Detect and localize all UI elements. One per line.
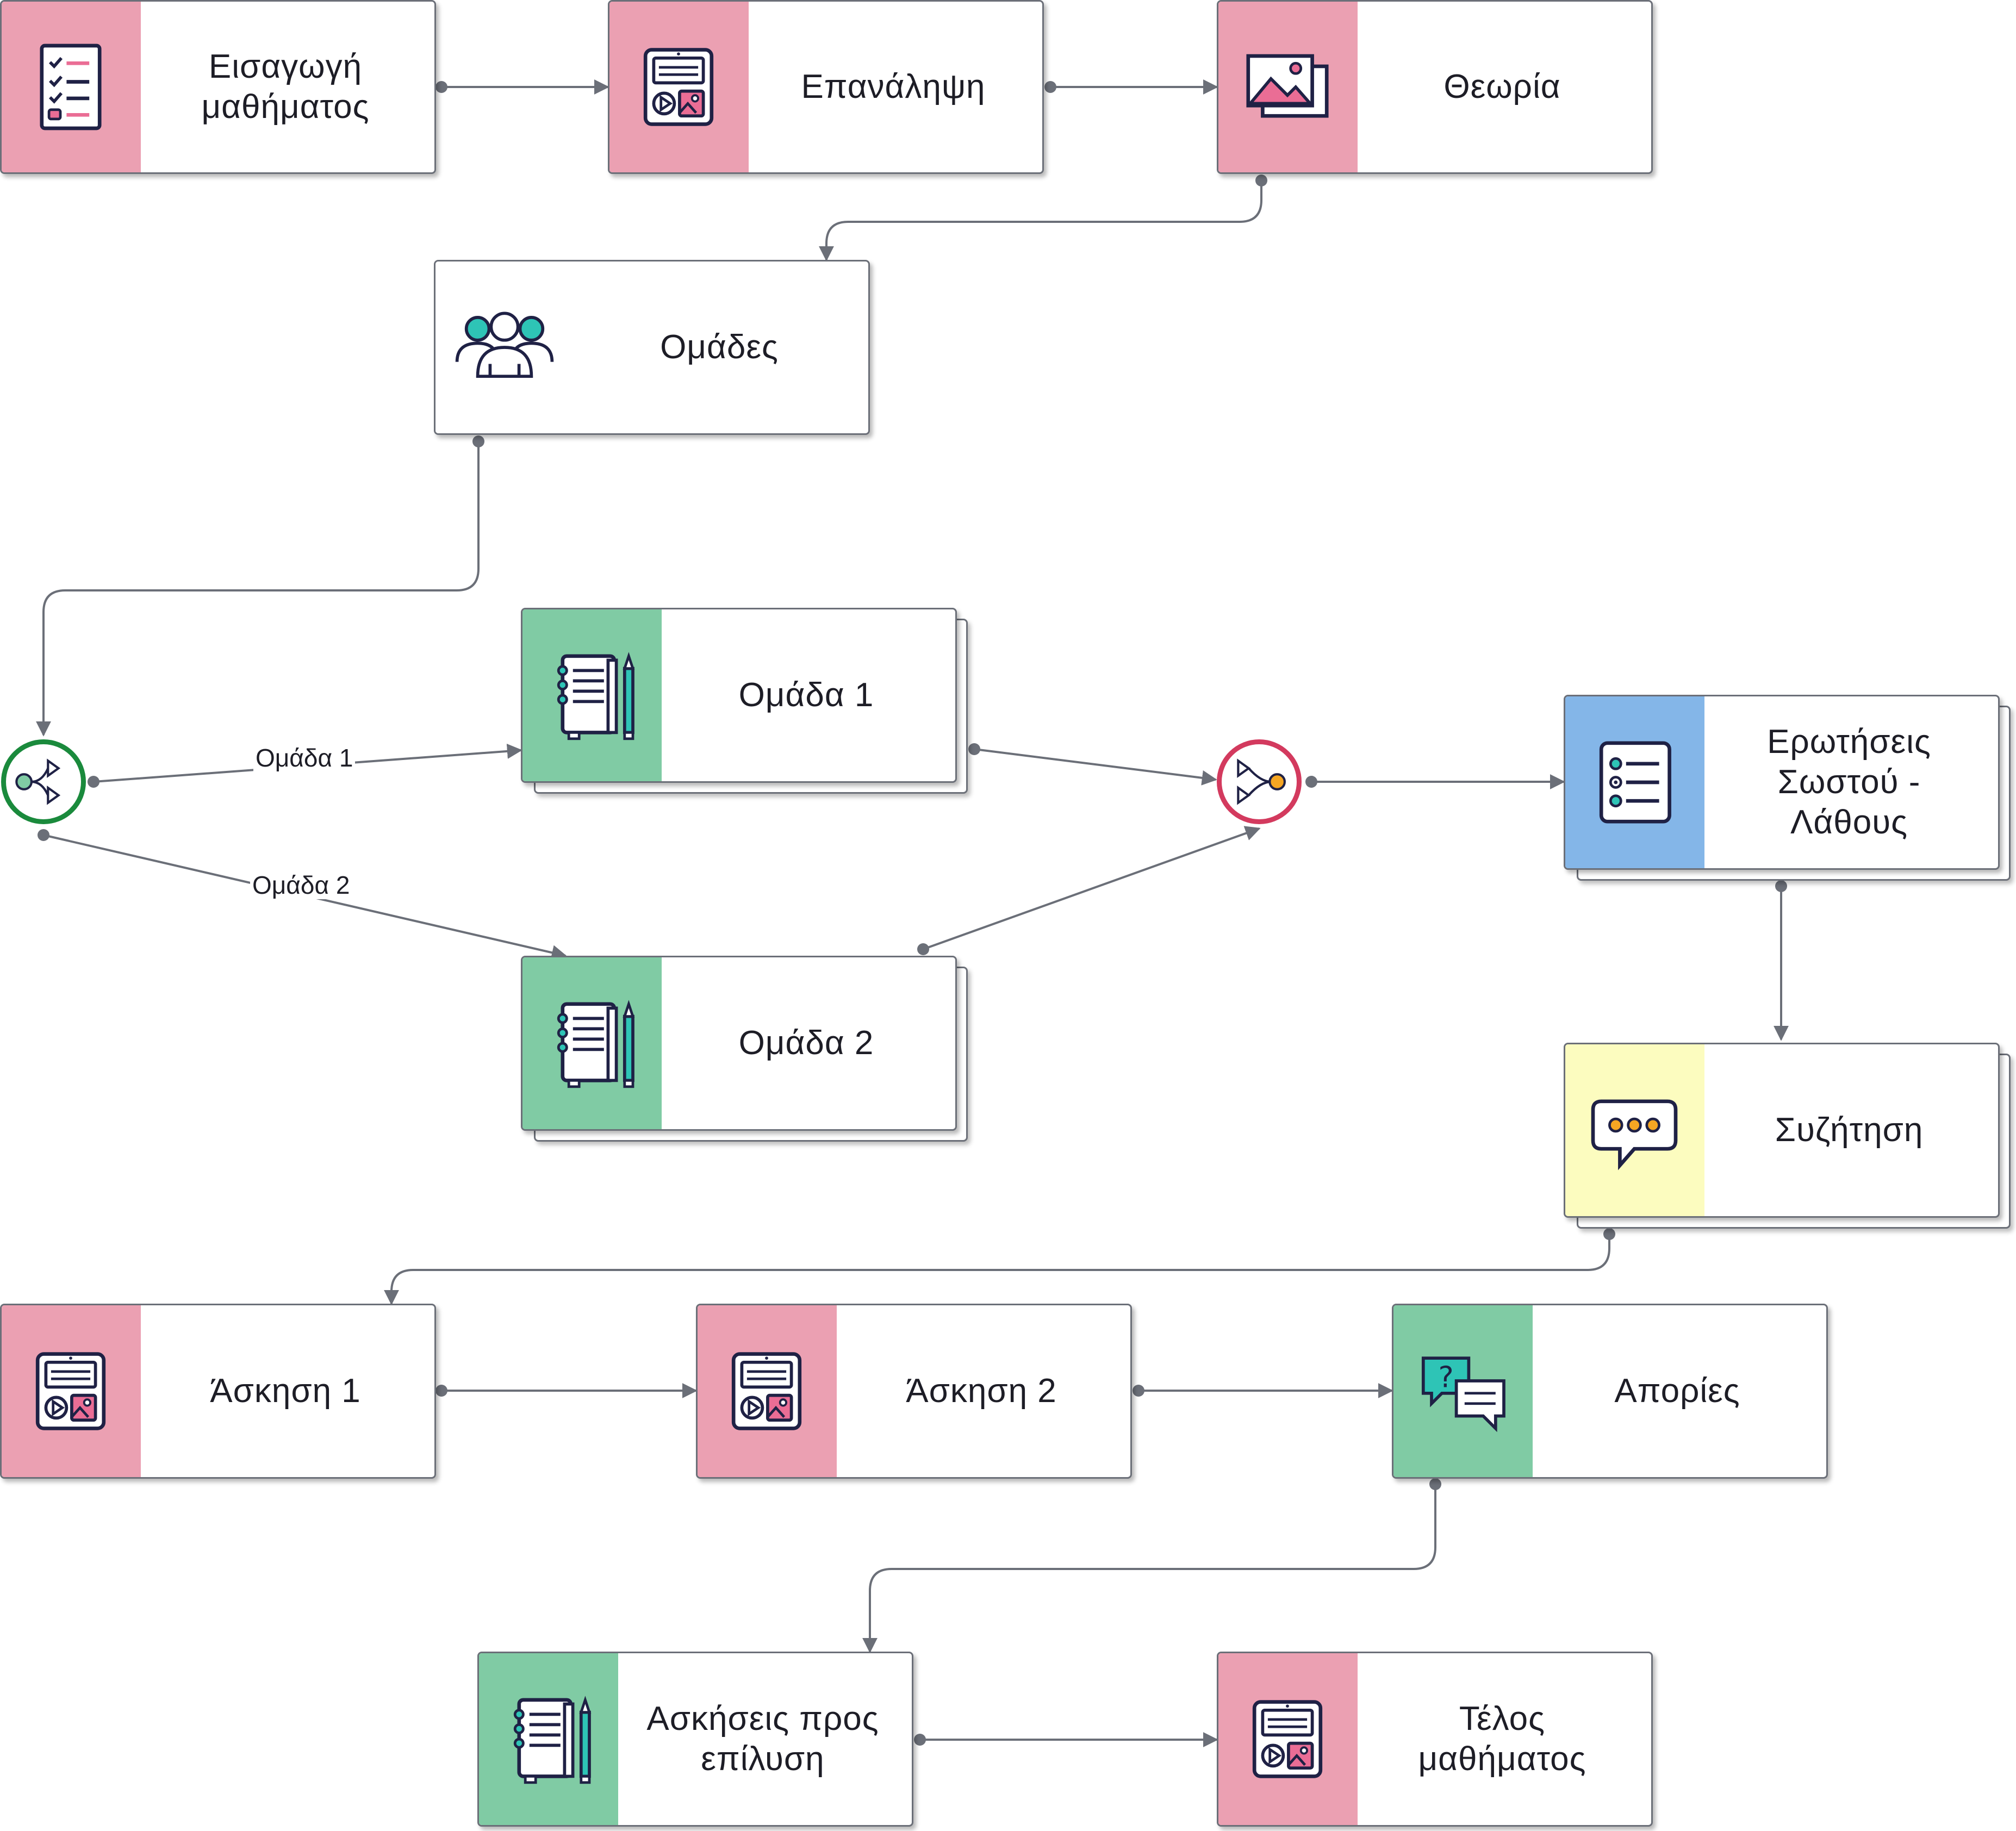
node-label: Εισαγωγή μαθήματος [201,48,370,126]
multimedia-icon [35,1352,106,1430]
edge-questions-tosolve [862,1484,1436,1653]
edge-group2-merge [923,826,1261,950]
node-discussion[interactable]: Συζήτηση [1564,1043,2000,1218]
split-gateway-icon [15,758,61,805]
edge-discussion-exercise1 [384,1234,1610,1305]
edge-theory-groups [819,180,1262,261]
node-questions[interactable]: ? Απορίες [1392,1304,1828,1479]
node-label: Ασκήσεις προς επίλυση [646,1700,879,1778]
edge-label-group2: Ομάδα 2 [250,871,352,899]
node-label: Επανάληψη [801,68,986,105]
node-color-strip [522,609,662,781]
image-gallery-icon [1246,54,1329,118]
chat-bubble-icon [1591,1099,1678,1170]
node-tosolve[interactable]: Ασκήσεις προς επίλυση [477,1652,913,1827]
node-color-strip [522,957,662,1129]
node-truefalse[interactable]: Ερωτήσεις Σωστού - Λάθους [1564,695,2000,870]
multimedia-icon [731,1352,802,1430]
node-exercise2[interactable]: Άσκηση 2 [696,1304,1132,1479]
svg-text:?: ? [1438,1360,1453,1394]
node-color-strip [435,261,575,433]
node-label: Ομάδα 1 [738,676,874,714]
notebook-icon [557,652,635,740]
node-color-strip [2,2,141,172]
node-groups[interactable]: Ομάδες [434,260,870,435]
node-label: Τέλος μαθήματος [1418,1700,1586,1778]
bullet-list-icon [1599,741,1671,824]
node-end[interactable]: Τέλος μαθήματος [1217,1652,1653,1827]
node-label: Άσκηση 1 [210,1372,361,1410]
node-label: Ομάδες [660,328,779,366]
node-exercise1[interactable]: Άσκηση 1 [0,1304,436,1479]
edge-group1-merge [974,748,1217,786]
node-label: Ομάδα 2 [738,1024,874,1062]
gateway-merge[interactable] [1217,739,1302,824]
notebook-icon [513,1696,592,1784]
edge-label-group1: Ομάδα 1 [253,744,356,772]
node-color-strip [1565,1044,1704,1216]
multimedia-icon [1252,1700,1323,1778]
gateway-split[interactable] [1,739,86,824]
node-color-strip [1565,696,1704,868]
node-group1[interactable]: Ομάδα 1 [521,608,957,783]
merge-gateway-icon [1237,758,1286,805]
multimedia-icon [643,48,714,126]
notebook-icon [557,1000,635,1088]
edge-groups-split [36,441,480,737]
node-label: Απορίες [1614,1372,1740,1410]
node-color-strip [698,1305,837,1477]
node-label: Άσκηση 2 [906,1372,1057,1410]
node-label: Συζήτηση [1775,1111,1924,1149]
node-label: Θεωρία [1443,68,1561,105]
node-group2[interactable]: Ομάδα 2 [521,956,957,1131]
node-color-strip: ? [1393,1305,1533,1477]
node-theory[interactable]: Θεωρία [1217,0,1653,174]
node-color-strip [1218,1653,1358,1825]
node-color-strip [609,2,749,172]
node-label: Ερωτήσεις Σωστού - Λάθους [1767,723,1931,841]
people-group-icon [455,312,554,378]
node-color-strip [1218,2,1358,172]
node-color-strip [479,1653,618,1825]
node-intro[interactable]: Εισαγωγή μαθήματος [0,0,436,174]
node-review[interactable]: Επανάληψη [608,0,1044,174]
node-color-strip [2,1305,141,1477]
question-chat-icon: ? [1421,1356,1505,1433]
checklist-icon [40,43,102,130]
